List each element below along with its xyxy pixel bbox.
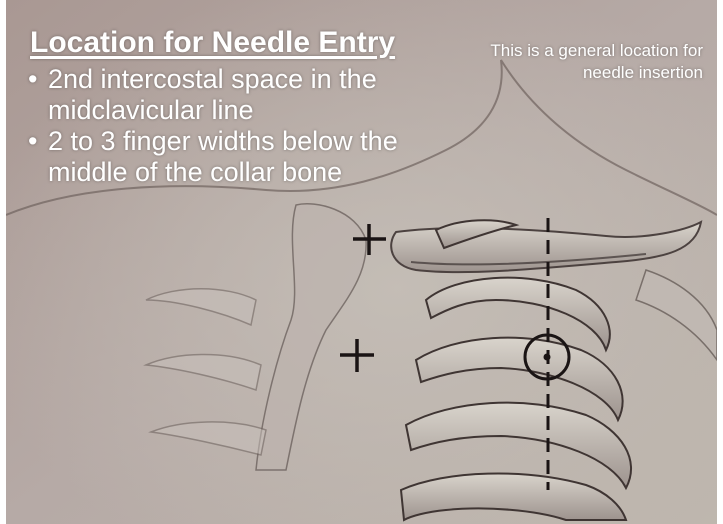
overlay-title: Location for Needle Entry: [30, 26, 395, 60]
bullet-item: 2 to 3 finger widths below the middle of…: [26, 126, 478, 188]
side-note: This is a general location for needle in…: [483, 40, 703, 84]
bullet-item: 2nd intercostal space in the midclavicul…: [26, 64, 478, 126]
insertion-target-dot: [544, 354, 551, 361]
bullet-list: 2nd intercostal space in the midclavicul…: [26, 64, 478, 188]
